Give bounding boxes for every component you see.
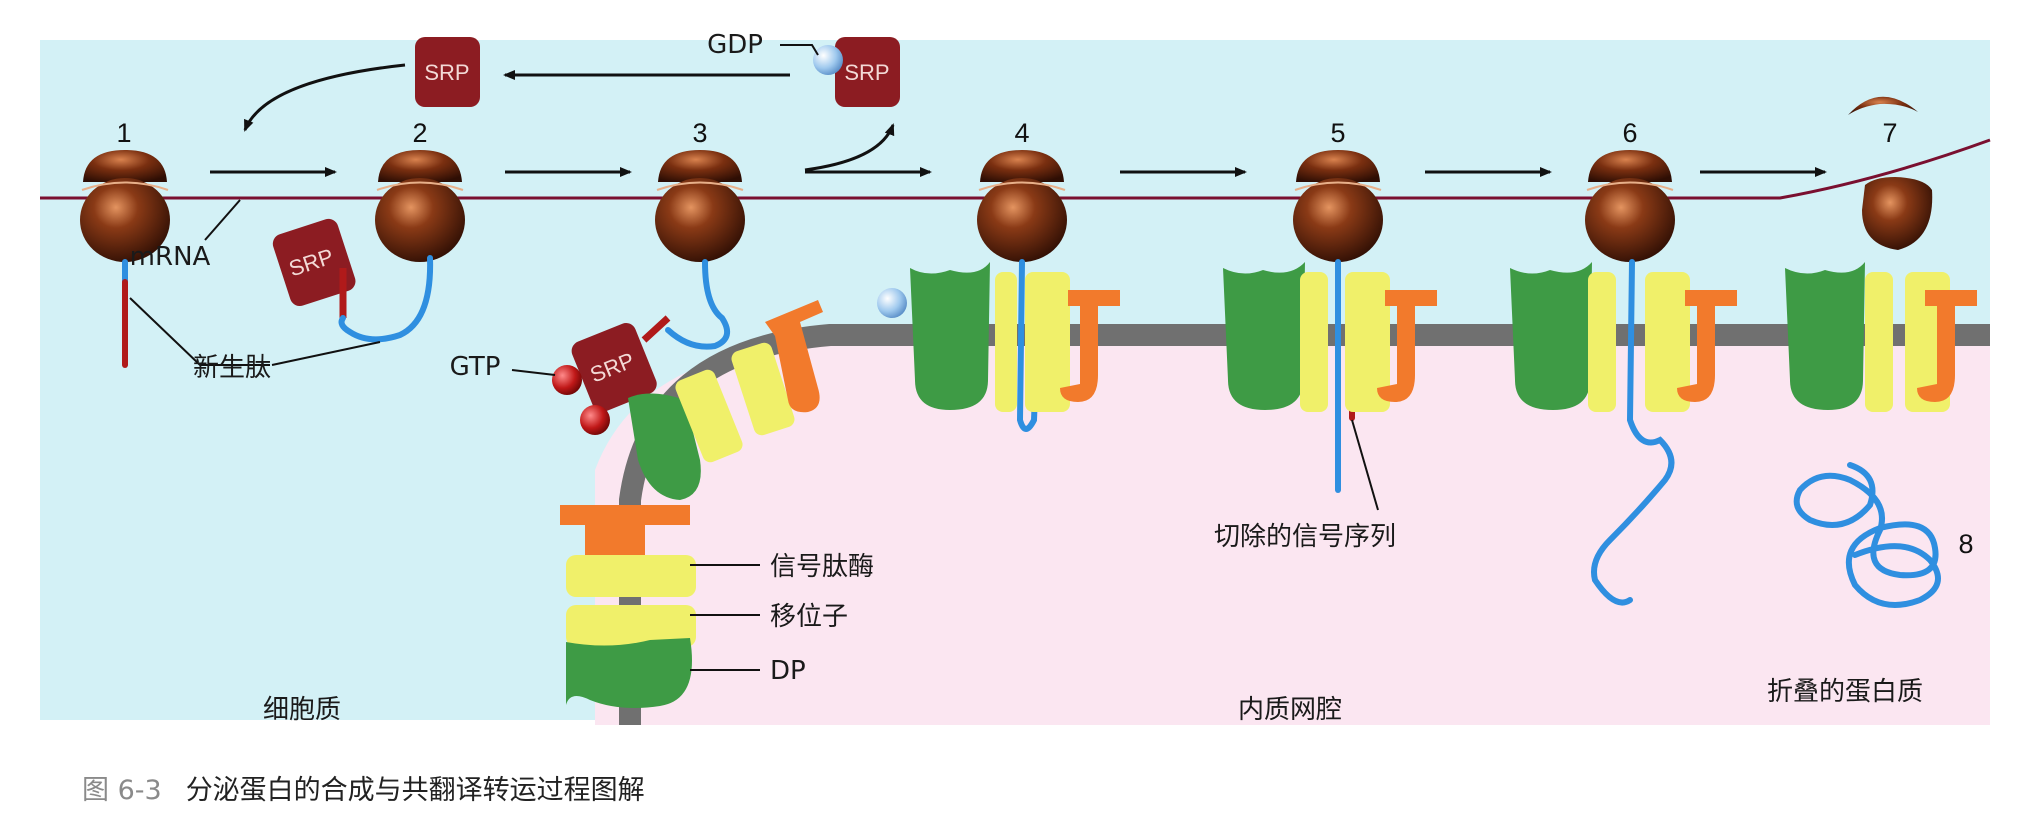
label-gdp: GDP bbox=[707, 30, 763, 60]
translocon-step6-b bbox=[1645, 272, 1690, 412]
peptide-4 bbox=[1016, 259, 1038, 432]
ribosome-2 bbox=[375, 150, 465, 262]
legend-translocon-top bbox=[566, 555, 696, 597]
arrow-srp-return bbox=[243, 63, 406, 132]
figure-title: 分泌蛋白的合成与共翻译转运过程图解 bbox=[185, 775, 645, 806]
peptidase-step3 bbox=[765, 300, 823, 413]
peptide-2 bbox=[338, 255, 434, 343]
figure-number: 图 6-3 bbox=[82, 775, 162, 806]
gdp-ball bbox=[813, 45, 843, 75]
complex-step3 bbox=[628, 288, 907, 500]
step-number-4: 4 bbox=[1014, 118, 1029, 148]
step-number-5: 5 bbox=[1330, 118, 1345, 148]
srp-gdp-bound: SRP bbox=[813, 37, 900, 107]
legend-complex bbox=[560, 505, 696, 708]
flow-arrows bbox=[210, 63, 1827, 177]
dp-step6 bbox=[1510, 262, 1592, 410]
leader-lines bbox=[129, 44, 1379, 671]
label-dp: DP bbox=[770, 656, 806, 686]
ribosome-5 bbox=[1293, 150, 1383, 262]
leader-peptide-2 bbox=[271, 341, 381, 366]
dp-step7 bbox=[1785, 262, 1865, 410]
label-er-lumen: 内质网腔 bbox=[1238, 695, 1342, 725]
peptide-6 bbox=[1591, 259, 1675, 606]
step-number-2: 2 bbox=[412, 118, 427, 148]
label-translocon: 移位子 bbox=[770, 602, 848, 632]
translocon-step4-b bbox=[1025, 272, 1070, 412]
label-mrna: mRNA bbox=[130, 242, 211, 272]
ribosome-3 bbox=[655, 150, 745, 262]
translocon-step3-a bbox=[675, 369, 743, 463]
srp-step3: SRP bbox=[552, 315, 671, 435]
translocon-step6-a bbox=[1588, 272, 1616, 412]
srp-step2: SRP bbox=[272, 218, 356, 318]
ribosome-1 bbox=[80, 150, 170, 262]
leader-gtp bbox=[511, 369, 556, 376]
label-gtp: GTP bbox=[450, 352, 501, 382]
step-number-6: 6 bbox=[1622, 118, 1637, 148]
gtp-ball-2 bbox=[580, 405, 610, 435]
label-cytosol: 细胞质 bbox=[263, 695, 341, 725]
peptides bbox=[122, 255, 1941, 608]
srp-label: SRP bbox=[844, 60, 889, 85]
ribosome-7-dissociated bbox=[1848, 96, 1933, 250]
leader-cleaved-signal bbox=[1351, 419, 1379, 511]
folded-protein-8 bbox=[1793, 462, 1941, 608]
translocon-step7-a bbox=[1865, 272, 1893, 412]
translocon-step3-b bbox=[731, 342, 795, 436]
complex-step6 bbox=[1510, 262, 1737, 412]
complex-step4 bbox=[910, 262, 1120, 412]
complex-step7 bbox=[1785, 262, 1977, 412]
label-folded-protein: 折叠的蛋白质 bbox=[1767, 677, 1923, 707]
peptidase-step7 bbox=[1917, 290, 1977, 402]
dp-step4 bbox=[910, 262, 990, 410]
srp-label: SRP bbox=[424, 60, 469, 85]
dp-step3 bbox=[628, 393, 701, 500]
peptide-3 bbox=[665, 259, 731, 350]
translocon-step4-a bbox=[995, 272, 1017, 412]
complex-step5 bbox=[1223, 262, 1437, 412]
peptidase-step5 bbox=[1377, 290, 1437, 402]
figure-caption: 图 6-3 分泌蛋白的合成与共翻译转运过程图解 bbox=[82, 768, 645, 807]
peptidase-step6 bbox=[1677, 290, 1737, 402]
leader-peptide-1 bbox=[129, 297, 270, 366]
step-number-3: 3 bbox=[692, 118, 707, 148]
dp-step5 bbox=[1223, 262, 1305, 410]
translocon-step5-b bbox=[1345, 272, 1390, 412]
gtp-ball-1 bbox=[552, 365, 582, 395]
arrow-srp-release bbox=[804, 123, 895, 172]
leader-gdp bbox=[780, 44, 819, 56]
label-cleaved-signal: 切除的信号序列 bbox=[1214, 522, 1396, 552]
mrna-strand bbox=[40, 138, 1991, 200]
step-number-7: 7 bbox=[1882, 118, 1897, 148]
step-number-8: 8 bbox=[1958, 529, 1973, 559]
legend-dp bbox=[566, 638, 692, 708]
peptidase-step4 bbox=[1060, 290, 1120, 402]
label-nascent-peptide: 新生肽 bbox=[193, 353, 271, 383]
label-signal-peptidase: 信号肽酶 bbox=[770, 552, 874, 582]
ribosome-4 bbox=[977, 150, 1067, 262]
gdp-ball-step4 bbox=[877, 288, 907, 318]
legend-translocon-bottom bbox=[566, 605, 696, 647]
step-number-1: 1 bbox=[116, 118, 131, 148]
srp-top-free: SRP bbox=[415, 37, 480, 107]
leader-mrna bbox=[204, 199, 241, 241]
ribosome-6 bbox=[1585, 150, 1675, 262]
translocon-step5-a bbox=[1300, 272, 1328, 412]
